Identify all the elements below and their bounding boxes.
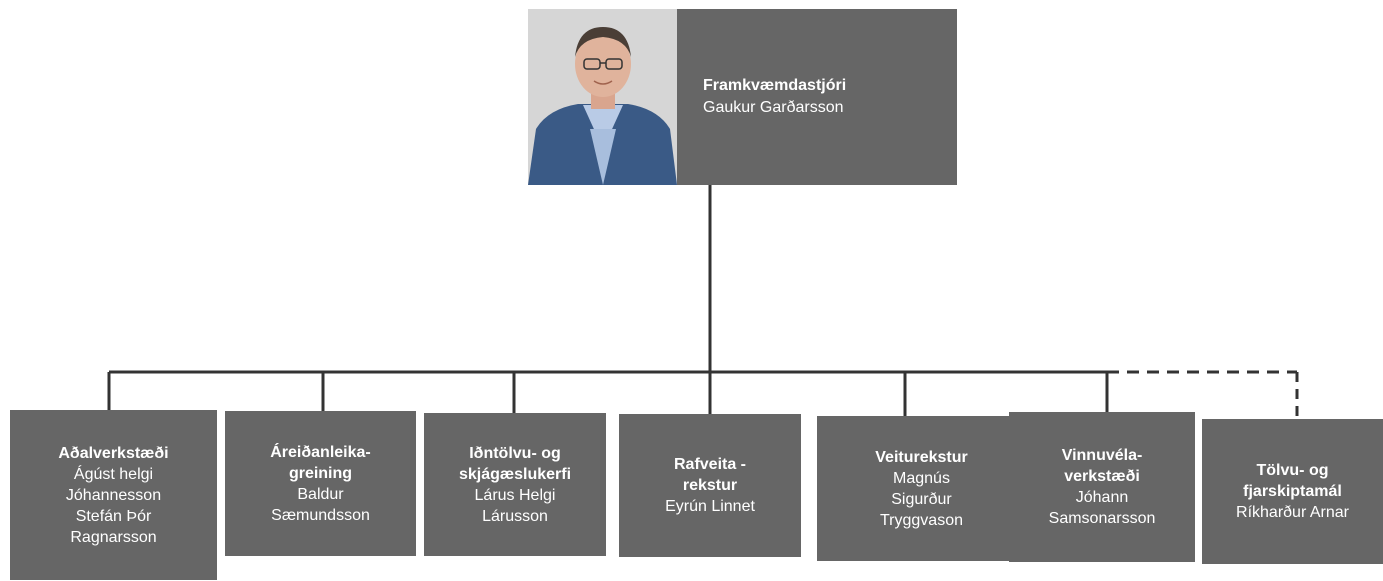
department-manager: Jóhann Samsonarsson bbox=[1048, 489, 1156, 527]
department-title: Rafveita - rekstur bbox=[673, 456, 747, 494]
department-box-areidanleikagreining: Áreiðanleika- greining Baldur Sæmundsson bbox=[225, 411, 416, 556]
department-title: Áreiðanleika- greining bbox=[270, 443, 371, 482]
head-position-box: Framkvæmdastjóri Gaukur Garðarsson bbox=[677, 9, 957, 185]
department-title: Veiturekstur bbox=[875, 448, 968, 466]
department-title: Aðalverkstæði bbox=[58, 444, 169, 462]
department-box-rafveita: Rafveita - rekstur Eyrún Linnet bbox=[619, 414, 801, 557]
department-manager: Eyrún Linnet bbox=[665, 498, 755, 515]
head-title: Framkvæmdastjóri bbox=[703, 77, 847, 94]
department-manager: Ríkharður Arnar bbox=[1236, 504, 1349, 521]
department-manager: Baldur Sæmundsson bbox=[271, 485, 370, 524]
department-manager: Ágúst helgi Jóhannesson Stefán Þór Ragna… bbox=[65, 465, 162, 546]
department-title: Vinnuvéla- verkstæði bbox=[1061, 447, 1143, 485]
head-name: Gaukur Garðarsson bbox=[703, 99, 844, 116]
department-box-tolvu-fjarskiptamal: Tölvu- og fjarskiptamál Ríkharður Arnar bbox=[1202, 419, 1383, 564]
department-title: Tölvu- og fjarskiptamál bbox=[1243, 462, 1342, 500]
department-manager: Magnús Sigurður Tryggvason bbox=[880, 469, 963, 529]
head-portrait-photo bbox=[528, 9, 677, 185]
department-box-vinnuvelaverkstaedi: Vinnuvéla- verkstæði Jóhann Samsonarsson bbox=[1009, 412, 1195, 562]
department-box-idntolvu: Iðntölvu- og skjágæslukerfi Lárus Helgi … bbox=[424, 413, 606, 556]
department-box-adalverkstaedi: Aðalverkstæði Ágúst helgi Jóhannesson St… bbox=[10, 410, 217, 580]
department-box-veiturekstur: Veiturekstur Magnús Sigurður Tryggvason bbox=[817, 416, 1026, 561]
department-title: Iðntölvu- og skjágæslukerfi bbox=[458, 444, 572, 483]
department-manager: Lárus Helgi Lárusson bbox=[474, 486, 556, 525]
